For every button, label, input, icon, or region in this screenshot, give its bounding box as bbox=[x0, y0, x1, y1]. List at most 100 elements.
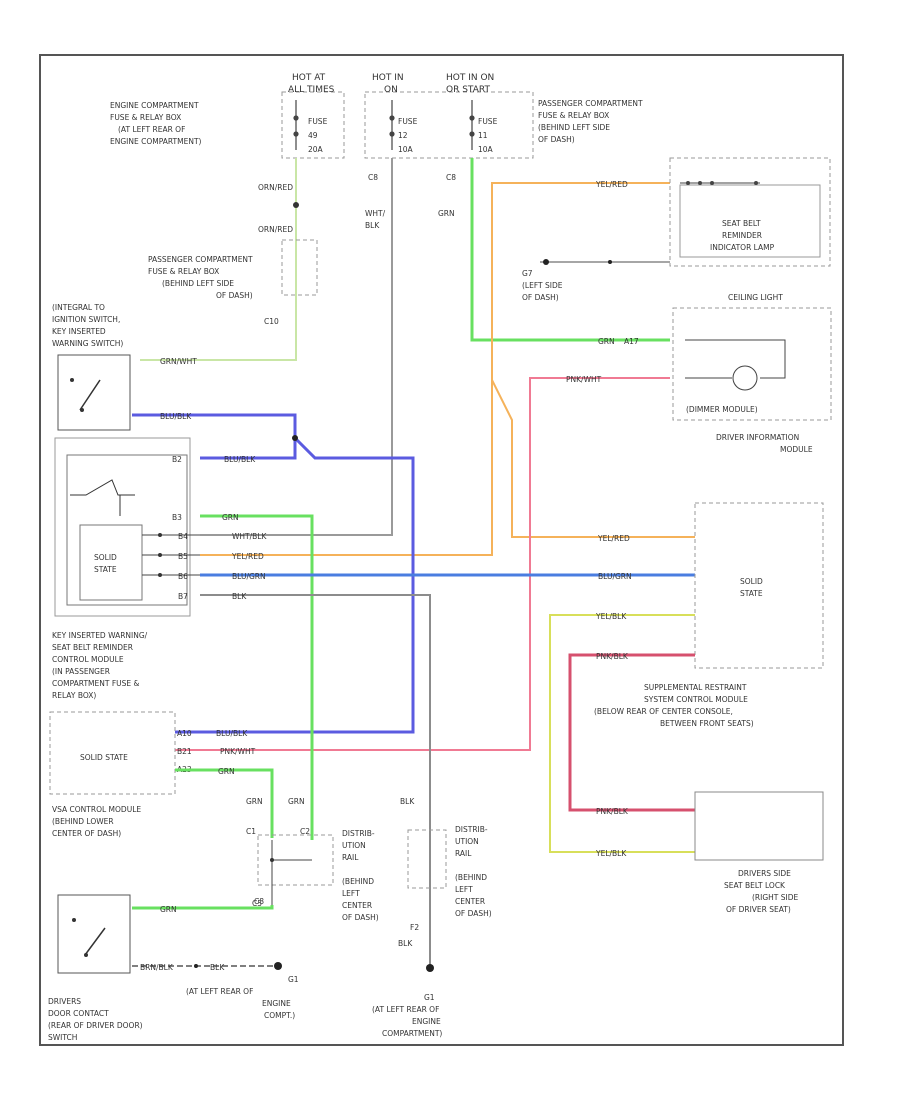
wire-label-blk: BLK bbox=[232, 592, 247, 601]
rail-2-label-1: DISTRIB- bbox=[455, 825, 488, 834]
engine-fuse-box-label-3: (AT LEFT REAR OF bbox=[118, 125, 185, 134]
rail-2-label-6: CENTER bbox=[455, 897, 485, 906]
rail-1-label-2: UTION bbox=[342, 841, 366, 850]
fuse-1-line-1: HOT AT bbox=[292, 73, 326, 83]
fuse-2-name: FUSE bbox=[398, 117, 418, 126]
fuse-2-line-1: HOT IN bbox=[372, 73, 404, 83]
wire-label-pnk-blk-2: PNK/BLK bbox=[596, 807, 629, 816]
conn-c8-c: C8 bbox=[254, 897, 264, 906]
wire-label-blu-blk-2: BLU/BLK bbox=[224, 455, 256, 464]
wire-label-orn-red-1: ORN/RED bbox=[258, 183, 293, 192]
wire-grn-vsa bbox=[175, 768, 274, 838]
rail-1-label-7: OF DASH) bbox=[342, 913, 379, 922]
wire-blu-blk-mod bbox=[200, 438, 297, 460]
wire-pnk-wht bbox=[175, 377, 670, 751]
wire-label-pnk-wht: PNK/WHT bbox=[566, 375, 602, 384]
lock-label-4: OF DRIVER SEAT) bbox=[726, 905, 791, 914]
wire-grn-top bbox=[470, 158, 670, 342]
wire-yel-blk bbox=[549, 614, 695, 853]
key-switch-label-1: (INTEGRAL TO bbox=[52, 303, 105, 312]
ground-g7-label-2: (LEFT SIDE bbox=[522, 281, 563, 290]
rail-2-label-7: OF DASH) bbox=[455, 909, 492, 918]
door-contact-switch: DRIVERS DOOR CONTACT (REAR OF DRIVER DOO… bbox=[48, 894, 143, 1042]
wire-label-yel-red-top: YEL/RED bbox=[595, 180, 628, 189]
driver-info-module: CEILING LIGHT (DIMMER MODULE) DRIVER INF… bbox=[672, 293, 832, 454]
wire-label-blu-grn-right: BLU/GRN bbox=[598, 572, 632, 581]
seat-belt-lock: DRIVERS SIDE SEAT BELT LOCK (RIGHT SIDE … bbox=[694, 791, 824, 914]
fuse-1-line-2: ALL TIMES bbox=[288, 85, 335, 95]
wire-label-wht-blk: WHT/BLK bbox=[232, 532, 267, 541]
ground-g2-label-3: ENGINE bbox=[412, 1017, 441, 1026]
srs-label-2: SYSTEM CONTROL MODULE bbox=[644, 695, 748, 704]
wire-yel-red-top bbox=[200, 182, 670, 556]
ground-g1-label-4: COMPT.) bbox=[264, 1011, 295, 1020]
fuse-3-number: 11 bbox=[478, 131, 488, 140]
key-switch-label-3: KEY INSERTED bbox=[52, 327, 106, 336]
wire-label-yel-red: YEL/RED bbox=[231, 552, 264, 561]
vsa-module: SOLID STATE A10 B21 A23 VSA CONTROL MODU… bbox=[49, 711, 192, 838]
wire-label-yel-blk-2: YEL/BLK bbox=[595, 849, 627, 858]
rail-1-label-4: (BEHIND bbox=[342, 877, 374, 886]
wire-label-blu-blk-vsa: BLU/BLK bbox=[216, 729, 248, 738]
dimmer-module-label: (DIMMER MODULE) bbox=[686, 405, 758, 414]
pin-b7: B7 bbox=[178, 592, 188, 601]
wire-label-wht-blk-v1: WHT/ bbox=[365, 209, 386, 218]
pin-b6: B6 bbox=[178, 572, 188, 581]
door-label-3: (REAR OF DRIVER DOOR) bbox=[48, 1021, 143, 1030]
ground-g2-label-4: COMPARTMENT) bbox=[382, 1029, 442, 1038]
dim-module-label-1: DRIVER INFORMATION bbox=[716, 433, 799, 442]
engine-fuse-box-label-4: ENGINE COMPARTMENT) bbox=[110, 137, 202, 146]
fuse-3-line-1: HOT IN ON bbox=[446, 73, 494, 83]
key-switch-label-2: IGNITION SWITCH, bbox=[52, 315, 120, 324]
rail-1-label-1: DISTRIB- bbox=[342, 829, 375, 838]
wire-label-brn-blk: BRN/BLK bbox=[140, 963, 174, 972]
pin-a10: A10 bbox=[177, 729, 192, 738]
ground-g2-label-2: (AT LEFT REAR OF bbox=[372, 1005, 439, 1014]
wire-label-blu-grn: BLU/GRN bbox=[232, 572, 266, 581]
distribution-rail-2: F2 BLK DISTRIB- UTION RAIL (BEHIND LEFT … bbox=[398, 825, 492, 948]
distribution-rail-1: C1 C2 C5 DISTRIB- UTION RAIL (BEHIND LEF… bbox=[246, 827, 379, 922]
door-label-4: SWITCH bbox=[48, 1033, 77, 1042]
ground-g1-label-3: ENGINE bbox=[262, 999, 291, 1008]
solid-state-label-1: SOLID bbox=[94, 553, 117, 562]
rail-1-label-3: RAIL bbox=[342, 853, 359, 862]
pass-fuse-box-label-1: PASSENGER COMPARTMENT bbox=[538, 99, 643, 108]
wire-label-blk-v: BLK bbox=[400, 797, 415, 806]
wire-label-orn-red-2: ORN/RED bbox=[258, 225, 293, 234]
conn-c5: C5 bbox=[252, 899, 262, 908]
key-module-label-4: (IN PASSENGER bbox=[52, 667, 110, 676]
conn-c2-s: C2 bbox=[300, 827, 310, 836]
pin-a17: A17 bbox=[624, 337, 639, 346]
rail-1-label-6: CENTER bbox=[342, 901, 372, 910]
wire-label-grn-door: GRN bbox=[160, 905, 177, 914]
srs-solid-state-2: STATE bbox=[740, 589, 763, 598]
pass-mid-label-3: (BEHIND LEFT SIDE bbox=[162, 279, 234, 288]
solid-state-label-2: STATE bbox=[94, 565, 117, 574]
wire-pnk-blk bbox=[568, 653, 695, 812]
fuse-1-number: 49 bbox=[308, 131, 318, 140]
lamp-label-2: REMINDER bbox=[722, 231, 762, 240]
wire-label-grn-dist-a: GRN bbox=[246, 797, 263, 806]
conn-c1: C1 bbox=[246, 827, 256, 836]
fuse-2-rating: 10A bbox=[398, 145, 414, 154]
lock-label-2: SEAT BELT LOCK bbox=[724, 881, 786, 890]
wire-orn-red bbox=[140, 158, 297, 361]
wire-label-grn-wht: GRN/WHT bbox=[160, 357, 197, 366]
pin-b21: B21 bbox=[177, 747, 192, 756]
key-switch-label-4: WARNING SWITCH) bbox=[52, 339, 123, 348]
wire-label-yel-blk: YEL/BLK bbox=[595, 612, 627, 621]
srs-label-3: (BELOW REAR OF CENTER CONSOLE, bbox=[594, 707, 733, 716]
vsa-label-3: CENTER OF DASH) bbox=[52, 829, 121, 838]
conn-f2: F2 bbox=[410, 923, 419, 932]
ground-g7-label-1: G7 bbox=[522, 269, 533, 278]
fuse-1-rating: 20A bbox=[308, 145, 324, 154]
key-module-label-6: RELAY BOX) bbox=[52, 691, 96, 700]
diagram-frame bbox=[39, 54, 844, 1046]
ground-g7-label-3: OF DASH) bbox=[522, 293, 559, 302]
dim-module-label-2: MODULE bbox=[780, 445, 813, 454]
wire-label-grn-vsa: GRN bbox=[218, 767, 235, 776]
wire-grn-door bbox=[132, 905, 274, 910]
pin-b5: B5 bbox=[178, 552, 188, 561]
rail-2-label-4: (BEHIND bbox=[455, 873, 487, 882]
rail-2-label-5: LEFT bbox=[455, 885, 473, 894]
